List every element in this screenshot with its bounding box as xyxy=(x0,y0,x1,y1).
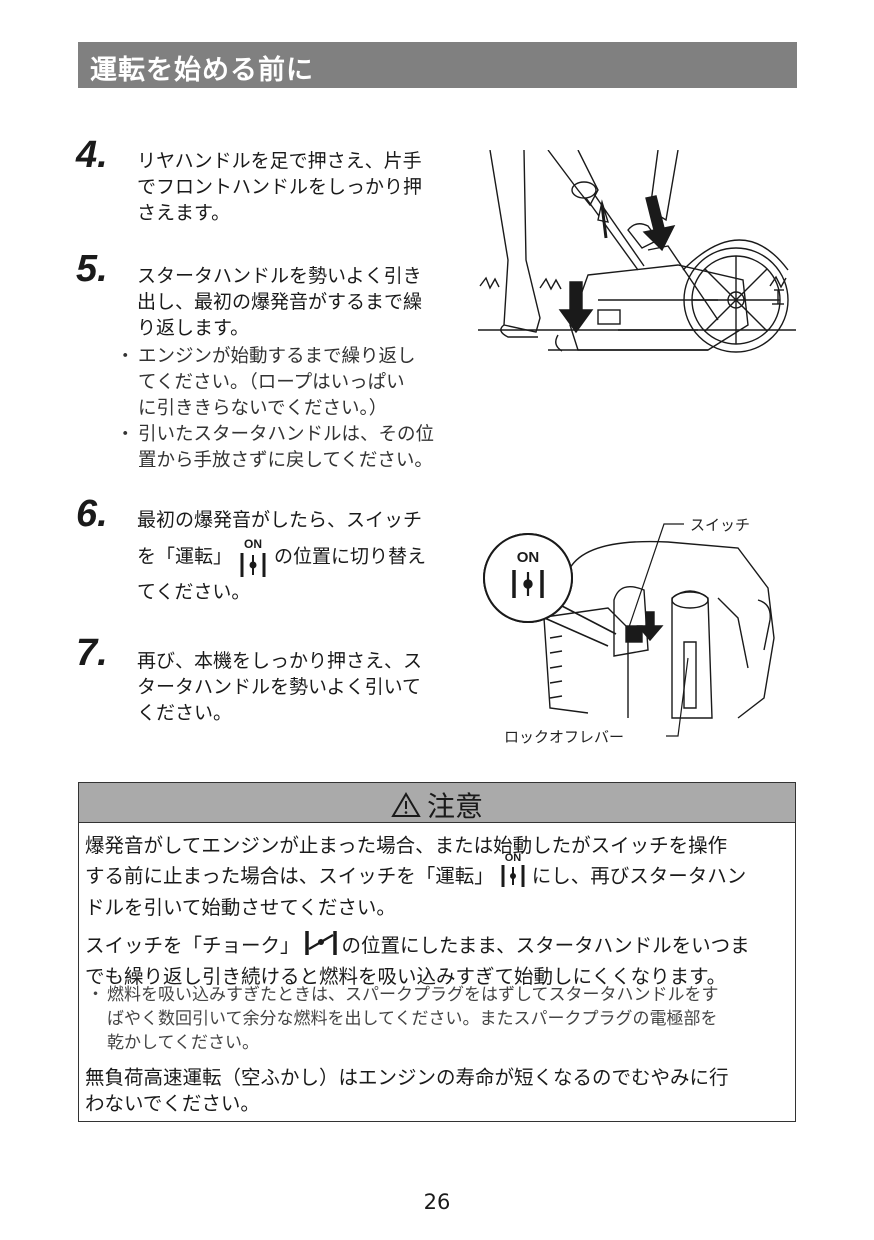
step-7-line: タータハンドルを勢いよく引いて xyxy=(137,676,422,698)
caution-paragraph-2: スイッチを「チョーク」 の位置にしたまま、スタータハンドルをいつま でも繰り返し… xyxy=(85,929,750,990)
caution-note-line: 燃料を吸い込みすぎたときは、スパークプラグをはずしてスタータハンドルをす xyxy=(107,985,719,1005)
step-5-line: り返します。 xyxy=(137,317,250,339)
caution-line: 無負荷高速運転（空ふかし）はエンジンの寿命が短くなるのでむやみに行 xyxy=(85,1066,729,1089)
saw-starting-illustration xyxy=(478,149,796,368)
step-4-line: でフロントハンドルをしっかり押 xyxy=(137,176,423,198)
caution-line-pre: スイッチを「チョーク」 xyxy=(85,934,300,957)
step-6-text: 最初の爆発音がしたら、スイッチ を「運転」 ON の位置に切り替え てください。 xyxy=(137,507,426,605)
caution-title: 注意 xyxy=(79,785,795,826)
page-number: 26 xyxy=(423,1190,451,1214)
step-6-line: てください。 xyxy=(137,581,251,603)
step-7-text: 再び、本機をしっかり押さえ、ス タータハンドルを勢いよく引いて ください。 xyxy=(137,648,422,726)
on-icon-text: ON xyxy=(504,852,521,864)
section-title: 運転を始める前に xyxy=(90,55,314,86)
step-5-note-1: ・ エンジンが始動するまで繰り返し てください。（ロープはいっぱい に引ききらな… xyxy=(116,344,416,422)
step-4-text: リヤハンドルを足で押さえ、片手 でフロントハンドルをしっかり押 さえます。 xyxy=(137,148,422,226)
caution-line: ドルを引いて始動させてください。 xyxy=(85,896,396,919)
step-7-line: ください。 xyxy=(137,702,233,724)
step-4-line: リヤハンドルを足で押さえ、片手 xyxy=(137,150,422,172)
caution-line: 爆発音がしてエンジンが止まった場合、または始動したがスイッチを操作 xyxy=(85,834,728,857)
caution-note-line: 乾かしてください。 xyxy=(107,1033,259,1053)
lock-off-lever-label: ロックオフレバー xyxy=(504,728,625,746)
note-line: てください。（ロープはいっぱい xyxy=(138,372,405,393)
caution-title-text: 注意 xyxy=(426,790,483,823)
on-badge-text: ON xyxy=(517,549,540,566)
step-7-number: 7. xyxy=(76,632,108,674)
step-6-line: を「運転」 ON の位置に切り替え xyxy=(137,537,426,577)
caution-box: 注意 爆発音がしてエンジンが止まった場合、または始動したがスイッチを操作 する前… xyxy=(78,782,796,1122)
caution-line: スイッチを「チョーク」 の位置にしたまま、スタータハンドルをいつま xyxy=(85,929,750,964)
caution-line-pre: する前に止まった場合は、スイッチを「運転」 xyxy=(85,864,494,888)
caution-line-post: の位置にしたまま、スタータハンドルをいつま xyxy=(341,934,750,957)
caution-line: する前に止まった場合は、スイッチを「運転」 ON にし、再びスタータハン xyxy=(85,852,747,895)
on-switch-icon: ON xyxy=(236,537,270,577)
note-line: 置から手放さずに戻してください。 xyxy=(138,450,433,471)
note-line: 引いたスタータハンドルは、その位 xyxy=(138,424,435,445)
caution-line: わないでください。 xyxy=(85,1092,260,1115)
step-4-line: さえます。 xyxy=(137,202,231,224)
bullet: ・ xyxy=(87,985,104,1005)
on-switch-icon: ON xyxy=(498,852,528,895)
caution-paragraph-3: 無負荷高速運転（空ふかし）はエンジンの寿命が短くなるのでむやみに行 わないでくだ… xyxy=(85,1065,729,1117)
step-6-number: 6. xyxy=(76,493,108,535)
step-6-line: 最初の爆発音がしたら、スイッチ xyxy=(137,509,423,531)
section-header: 運転を始める前に xyxy=(78,42,797,88)
step-5-number: 5. xyxy=(76,248,108,290)
note-line: エンジンが始動するまで繰り返し xyxy=(138,346,416,367)
switch-closeup-illustration: ON スイッチ ロックオフレバー xyxy=(478,508,796,748)
caution-note-line: ばやく数回引いて余分な燃料を出してください。またスパークプラグの電極部を xyxy=(107,1009,718,1029)
step-4-number: 4. xyxy=(76,134,108,176)
caution-line-post: にし、再びスタータハン xyxy=(531,864,747,888)
note-line: に引ききらないでください。） xyxy=(138,398,388,419)
bullet: ・ xyxy=(116,424,135,445)
step-5-note-2: ・ 引いたスタータハンドルは、その位 置から手放さずに戻してください。 xyxy=(116,422,435,474)
choke-icon xyxy=(304,929,338,964)
step-6-line-pre: を「運転」 xyxy=(137,545,233,568)
step-7-line: 再び、本機をしっかり押さえ、ス xyxy=(137,650,423,672)
caution-note: ・ 燃料を吸い込みすぎたときは、スパークプラグをはずしてスタータハンドルをす ば… xyxy=(87,983,719,1055)
warning-triangle-icon xyxy=(391,791,421,826)
step-5-line: スタータハンドルを勢いよく引き xyxy=(137,265,422,287)
caution-header: 注意 xyxy=(79,783,795,823)
step-5-line: 出し、最初の爆発音がするまで繰 xyxy=(137,291,423,313)
switch-label: スイッチ xyxy=(690,516,751,534)
bullet: ・ xyxy=(116,346,135,367)
step-6-line-post: の位置に切り替え xyxy=(274,545,427,568)
on-icon-text: ON xyxy=(244,537,262,551)
step-5-text: スタータハンドルを勢いよく引き 出し、最初の爆発音がするまで繰 り返します。 xyxy=(137,263,422,341)
caution-paragraph-1: 爆発音がしてエンジンが止まった場合、または始動したがスイッチを操作 する前に止ま… xyxy=(85,833,746,921)
caution-line: でも繰り返し引き続けると燃料を吸い込みすぎて始動しにくくなります。 xyxy=(85,965,727,988)
